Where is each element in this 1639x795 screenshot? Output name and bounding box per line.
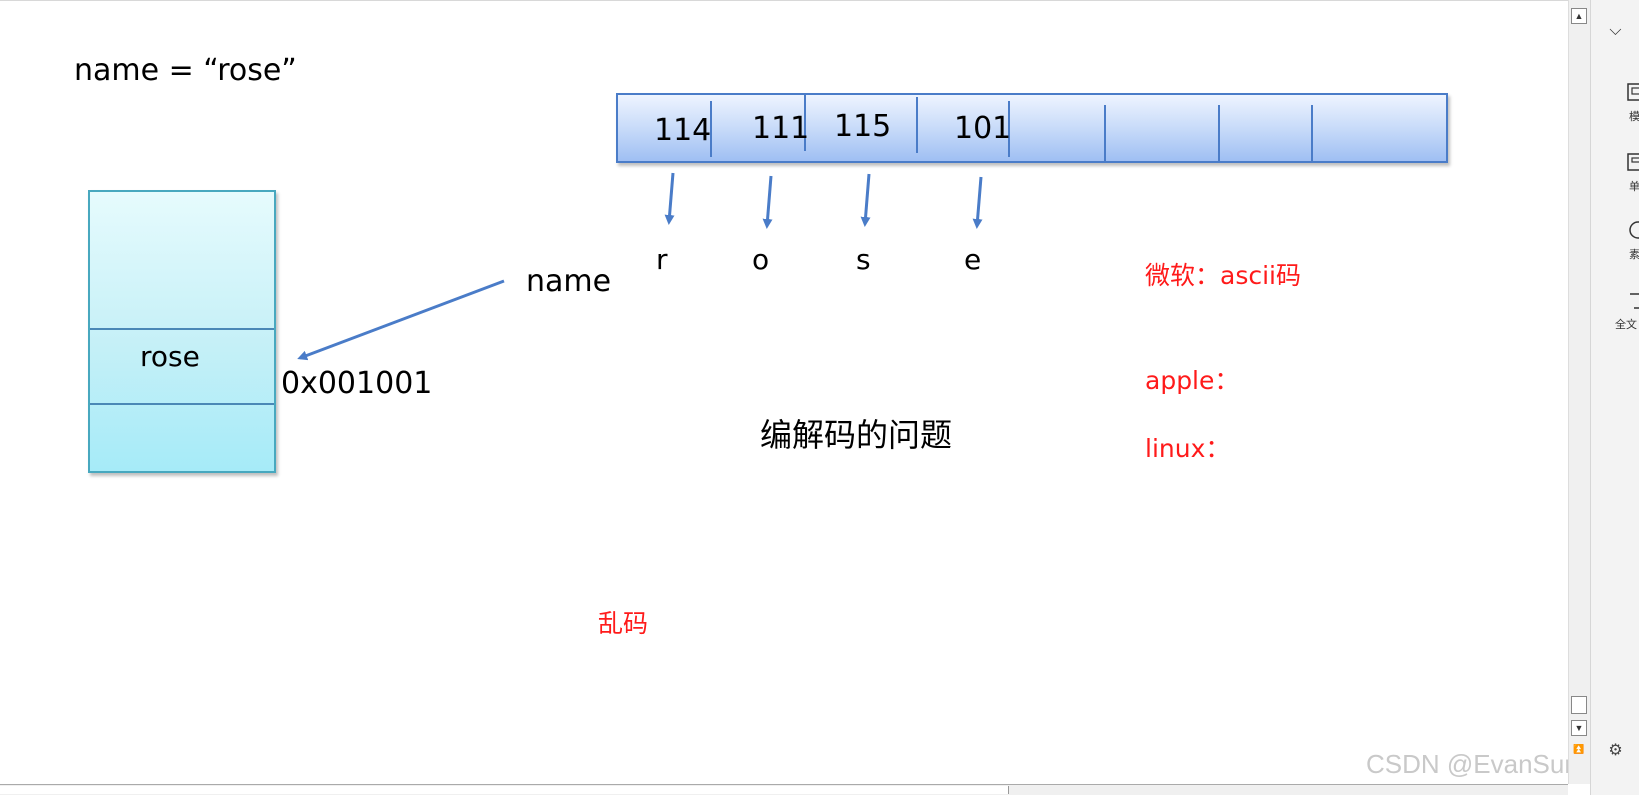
decode-arrow	[972, 176, 983, 229]
decode-arrow	[664, 172, 675, 225]
byte-value: 115	[834, 109, 892, 144]
fulltext-icon	[1630, 293, 1639, 309]
byte-value: 111	[752, 111, 810, 146]
garbled-text: 乱码	[598, 609, 649, 638]
topic-title: 编解码的问题	[760, 416, 953, 454]
panel-item-label: 素	[1629, 248, 1639, 261]
memory-value: rose	[140, 340, 200, 373]
cell-divider	[804, 95, 806, 151]
cell-divider	[710, 101, 712, 157]
pointer-arrow	[297, 279, 505, 361]
cell-divider	[1008, 101, 1010, 157]
slide-canvas: name = “rose” rose 0x001001 name 114 111…	[0, 0, 1579, 779]
single-page-icon	[1627, 153, 1639, 171]
cell-divider	[1218, 105, 1220, 161]
right-tool-panel: ⌵ 模 单 素 全文 ⚙	[1590, 0, 1639, 795]
arrows-layer	[297, 172, 983, 361]
horizontal-scroll-thumb[interactable]	[0, 786, 1009, 794]
char-label: o	[752, 243, 770, 276]
settings-gear-icon[interactable]: ⚙	[1608, 742, 1623, 759]
memory-divider	[90, 403, 274, 405]
watermark: CSDN @EvanSun	[1366, 749, 1579, 779]
vertical-scrollbar[interactable]: ▲ ▼ ⏫	[1568, 0, 1591, 784]
memory-block: rose	[88, 190, 276, 473]
decode-arrow	[762, 175, 773, 229]
scroll-down-button[interactable]: ▼	[1571, 720, 1587, 736]
collapse-chevron-icon[interactable]: ⌵	[1609, 22, 1622, 39]
decode-arrow	[860, 173, 871, 227]
page-up-icon[interactable]: ⏫	[1573, 744, 1585, 754]
template-icon	[1627, 83, 1639, 101]
note-microsoft: 微软：ascii码	[1145, 261, 1301, 290]
cell-divider	[1104, 105, 1106, 161]
note-apple: apple：	[1145, 366, 1240, 395]
char-label: e	[964, 243, 982, 276]
panel-item-label: 单	[1629, 180, 1639, 193]
scroll-thumb[interactable]	[1571, 696, 1587, 714]
scroll-up-button[interactable]: ▲	[1571, 8, 1587, 24]
pointer-label: name	[526, 264, 612, 299]
panel-item-label: 模	[1629, 110, 1639, 123]
note-linux: linux：	[1145, 434, 1231, 463]
memory-address: 0x001001	[281, 366, 433, 401]
byte-array: 114 111 115 101	[616, 93, 1448, 163]
material-icon	[1629, 221, 1639, 239]
memory-divider	[90, 328, 274, 330]
horizontal-scrollbar[interactable]	[0, 784, 1568, 795]
byte-value: 101	[954, 111, 1012, 146]
panel-item-label: 全文	[1615, 318, 1637, 331]
cell-divider	[916, 97, 918, 153]
assignment-text: name = “rose”	[74, 53, 297, 88]
char-label: r	[656, 243, 668, 276]
cell-divider	[1311, 105, 1313, 161]
char-label: s	[856, 243, 871, 276]
byte-value: 114	[654, 113, 712, 148]
